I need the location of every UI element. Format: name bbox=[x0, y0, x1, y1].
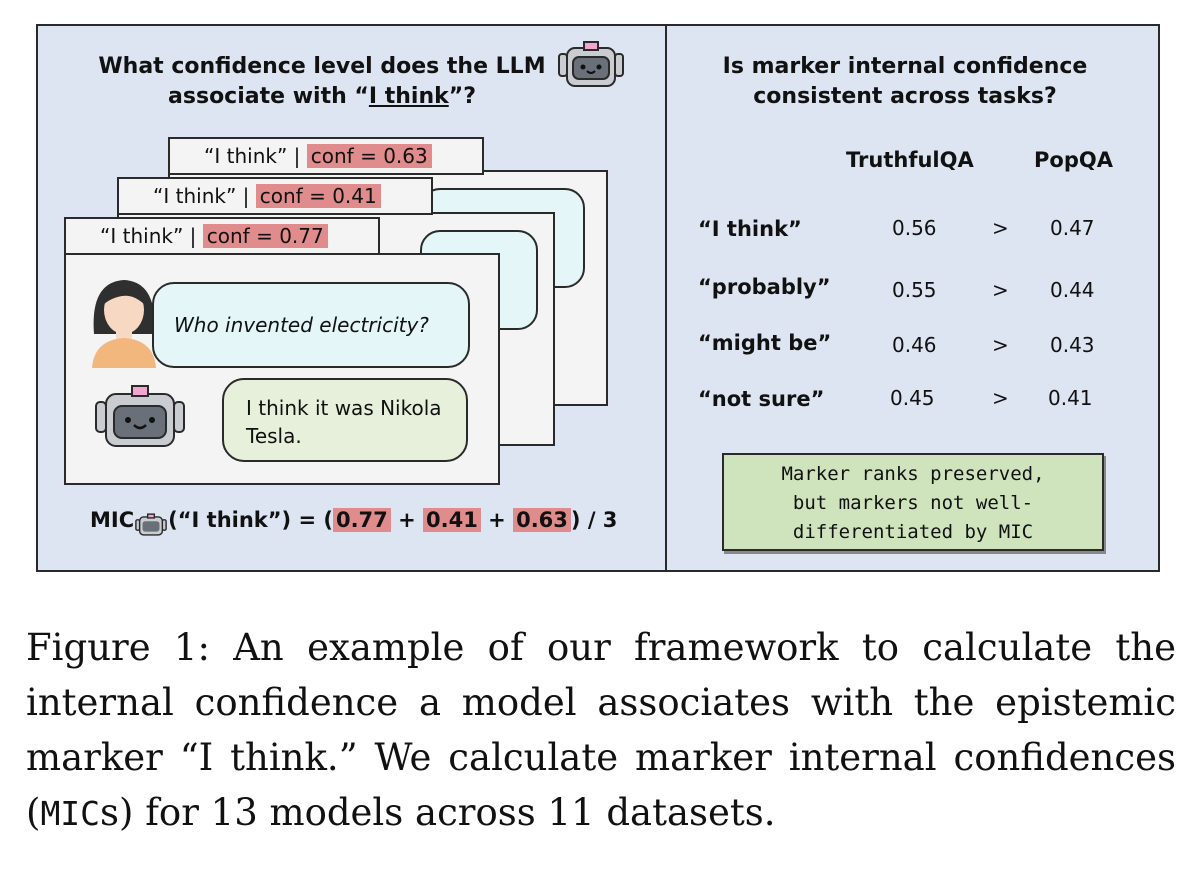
row-marker: “probably” bbox=[698, 275, 831, 299]
caption-text: Figure 1: An example of our framework to… bbox=[26, 626, 1176, 834]
assistant-answer-bubble: I think it was Nikola Tesla. bbox=[222, 378, 468, 462]
left-title-prefix: associate with “ bbox=[168, 84, 369, 109]
comparison-sign: > bbox=[992, 216, 1009, 240]
assistant-answer-line2: Tesla. bbox=[246, 424, 302, 448]
column-header-popqa: PopQA bbox=[1034, 148, 1113, 172]
card-tab-marker: “I think” | bbox=[153, 184, 250, 208]
left-title-line1: What confidence level does the LLM bbox=[98, 54, 546, 79]
mic-value: 0.41 bbox=[423, 508, 481, 532]
robot-icon bbox=[558, 41, 624, 87]
popqa-value: 0.44 bbox=[1050, 278, 1095, 302]
comparison-sign: > bbox=[992, 278, 1009, 302]
row-marker: “might be” bbox=[698, 331, 832, 355]
comparison-sign: > bbox=[992, 333, 1009, 357]
user-question-text: Who invented electricity? bbox=[174, 313, 429, 337]
left-title-suffix: ”? bbox=[448, 84, 476, 109]
assistant-robot-icon bbox=[95, 385, 185, 447]
user-avatar-icon bbox=[92, 280, 156, 368]
caption-text-end: s) for 13 models across 11 datasets. bbox=[100, 791, 776, 834]
mic-formula: MIC (“I think”) = (0.77 + 0.41 + 0.63) /… bbox=[90, 508, 617, 537]
mic-plus: + bbox=[398, 508, 416, 532]
robot-subscript-icon bbox=[135, 513, 167, 536]
card-tab-conf: conf = 0.63 bbox=[306, 144, 432, 168]
assistant-answer-line1: I think it was Nikola bbox=[246, 396, 442, 420]
popqa-value: 0.47 bbox=[1050, 216, 1095, 240]
row-marker: “I think” bbox=[698, 217, 802, 241]
finding-note: Marker ranks preserved, but markers not … bbox=[722, 453, 1104, 551]
note-line1: Marker ranks preserved, bbox=[781, 463, 1045, 485]
card-tab-marker: “I think” | bbox=[204, 144, 301, 168]
left-title-line2: associate with “I think”? bbox=[62, 82, 582, 112]
card-tab-conf: conf = 0.41 bbox=[255, 184, 381, 208]
column-header-truthfulqa: TruthfulQA bbox=[846, 148, 974, 172]
right-panel-title: Is marker internal confidence consistent… bbox=[680, 52, 1130, 112]
truthfulqa-value: 0.56 bbox=[892, 216, 937, 240]
comparison-sign: > bbox=[992, 386, 1009, 410]
note-line3: differentiated by MIC bbox=[792, 521, 1034, 543]
mic-plus: + bbox=[488, 508, 506, 532]
card-tab-back: “I think” | conf = 0.63 bbox=[168, 137, 484, 175]
right-title-line1: Is marker internal confidence bbox=[722, 54, 1088, 79]
note-line2: but markers not well- bbox=[792, 492, 1034, 514]
mic-tail: ) / 3 bbox=[570, 508, 618, 532]
mic-value: 0.77 bbox=[332, 508, 391, 532]
card-tab-marker: “I think” | bbox=[100, 224, 197, 248]
mic-label: MIC bbox=[90, 508, 135, 532]
panel-divider bbox=[665, 24, 667, 572]
row-marker: “not sure” bbox=[698, 387, 825, 411]
mic-argument: (“I think”) = ( bbox=[168, 508, 333, 532]
popqa-value: 0.43 bbox=[1050, 333, 1095, 357]
truthfulqa-value: 0.46 bbox=[892, 333, 937, 357]
truthfulqa-value: 0.45 bbox=[890, 386, 935, 410]
truthfulqa-value: 0.55 bbox=[892, 278, 937, 302]
card-tab-conf: conf = 0.77 bbox=[202, 224, 328, 248]
figure-caption: Figure 1: An example of our framework to… bbox=[26, 620, 1176, 841]
right-title-line2: consistent across tasks? bbox=[753, 84, 1057, 109]
card-tab-front: “I think” | conf = 0.77 bbox=[64, 217, 380, 255]
card-tab-middle: “I think” | conf = 0.41 bbox=[117, 177, 433, 215]
caption-mono: MIC bbox=[40, 794, 101, 833]
user-question-bubble: Who invented electricity? bbox=[152, 282, 470, 368]
mic-value: 0.63 bbox=[513, 508, 571, 532]
left-panel-title: What confidence level does the LLM assoc… bbox=[62, 52, 582, 112]
popqa-value: 0.41 bbox=[1048, 386, 1093, 410]
left-title-underlined: I think bbox=[368, 84, 449, 109]
